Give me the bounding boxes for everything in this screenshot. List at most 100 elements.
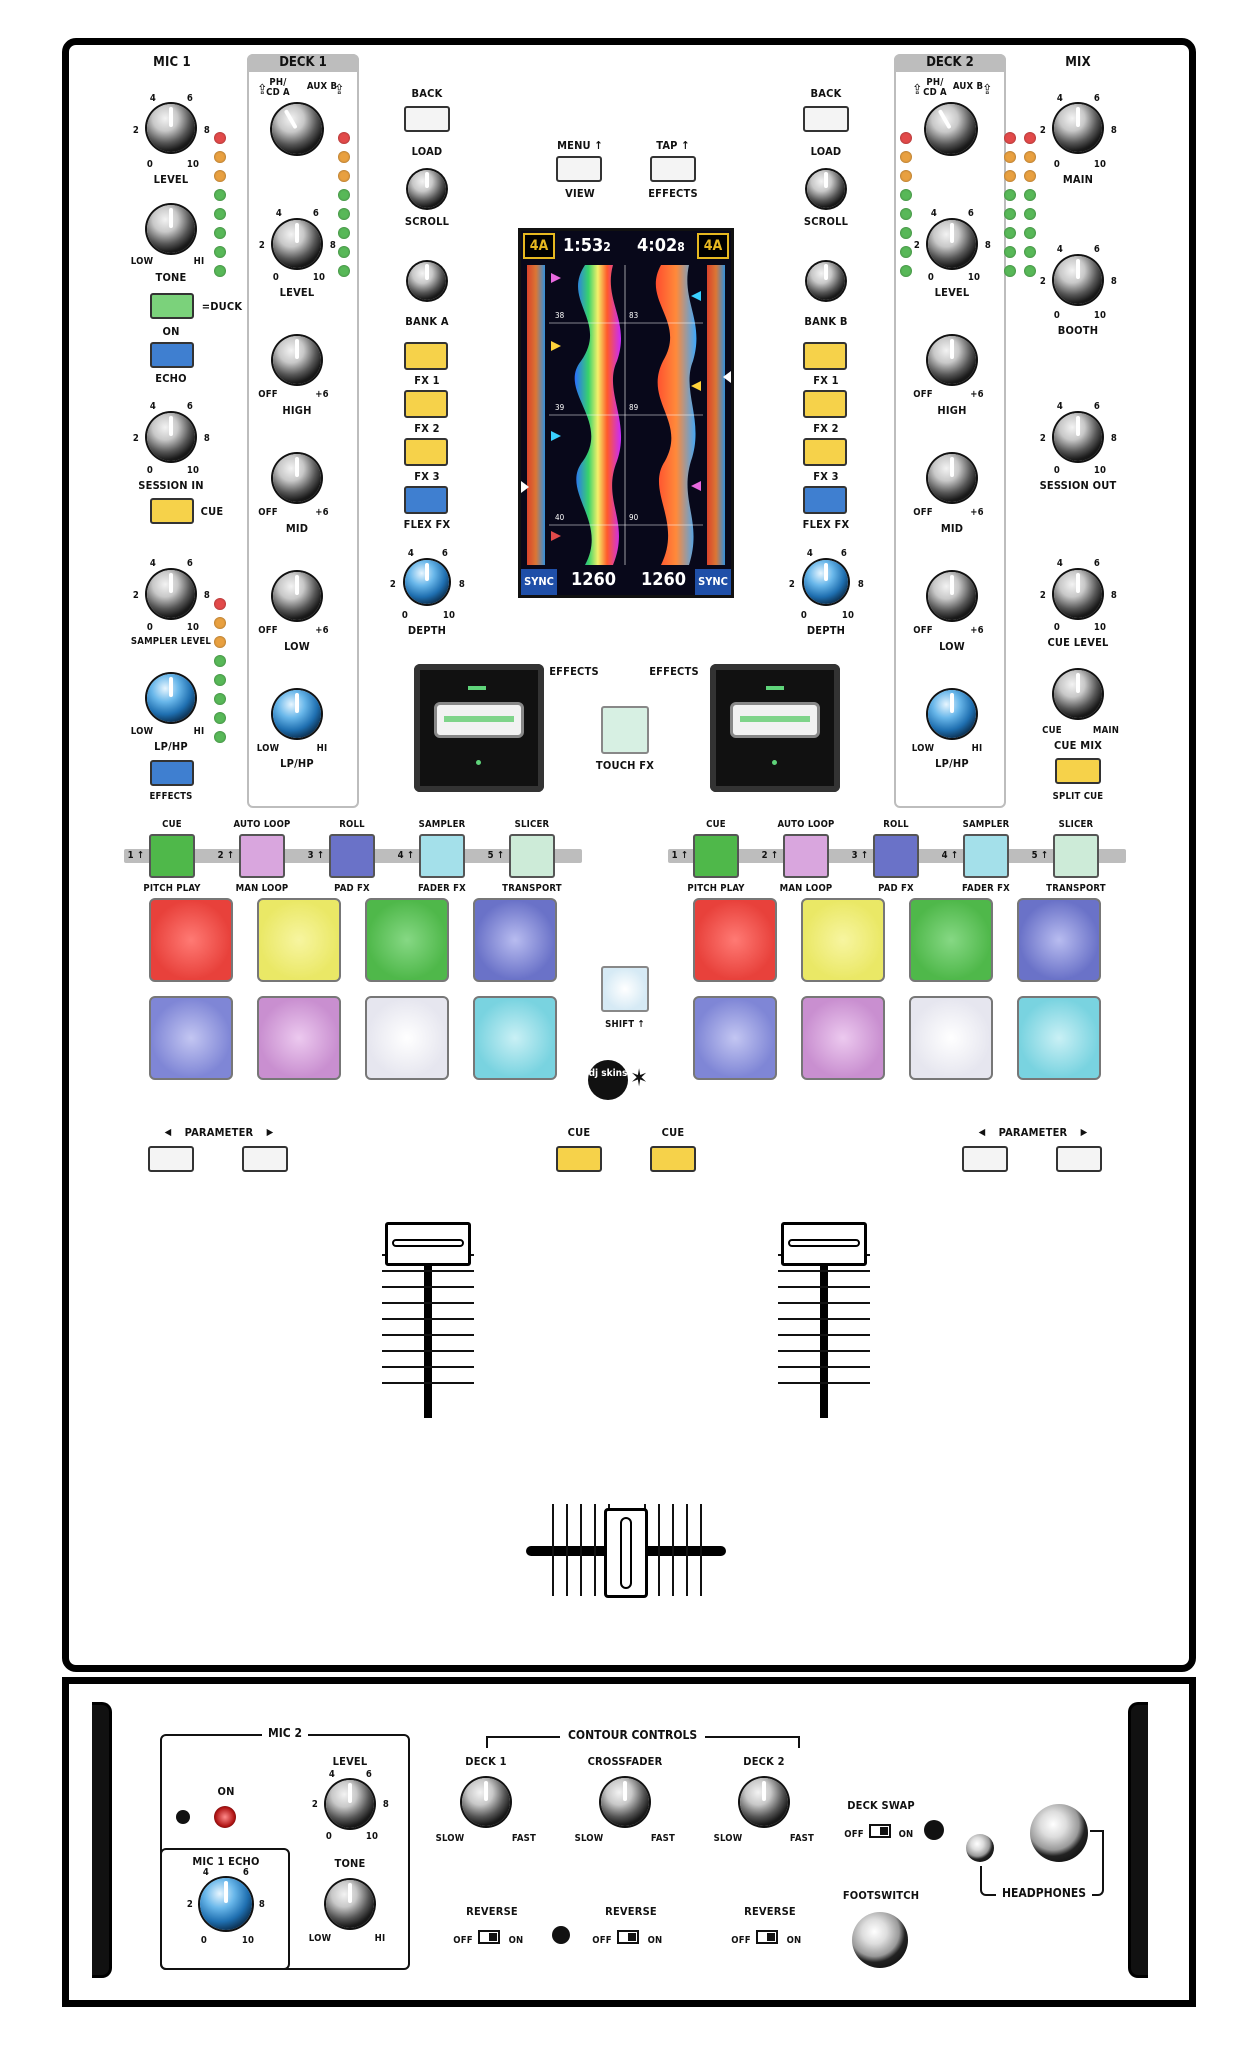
deck1-level-knob[interactable] [273, 220, 321, 268]
mic1-echo-knob[interactable] [200, 1878, 252, 1930]
deck1-pad-8[interactable] [473, 996, 557, 1080]
deck2-fx1-button[interactable] [803, 342, 847, 370]
deck1-param-left-button[interactable] [148, 1146, 194, 1172]
deck1-reverse-switch[interactable] [478, 1930, 500, 1944]
deck2-pad-3[interactable] [909, 898, 993, 982]
fader-cap[interactable] [385, 1222, 471, 1266]
deck1-pad-2[interactable] [257, 898, 341, 982]
session-in-knob[interactable] [147, 413, 195, 461]
deck1-pad-5[interactable] [149, 996, 233, 1080]
mic1-duck-button[interactable] [150, 293, 194, 319]
crossfader-cap[interactable] [604, 1508, 648, 1598]
deck1-bank-encoder[interactable] [408, 262, 446, 300]
deck2-reverse-switch[interactable] [756, 1930, 778, 1944]
deck2-low-eq-knob[interactable] [928, 572, 976, 620]
deck2-browse-encoder[interactable] [807, 170, 845, 208]
deck2-slicer-mode-button[interactable] [1053, 834, 1099, 878]
deck-swap-switch[interactable] [869, 1824, 891, 1838]
deck2-pad-5[interactable] [693, 996, 777, 1080]
menu-view-button[interactable] [556, 156, 602, 182]
deck1-fx-paddle[interactable] [414, 664, 544, 792]
deck2-pad-4[interactable] [1017, 898, 1101, 982]
deck2-contour-knob[interactable] [740, 1778, 788, 1826]
sampler-lphp-knob[interactable] [147, 674, 195, 722]
deck2-flex-fx-button[interactable] [803, 486, 847, 514]
deck1-roll-mode-button[interactable] [329, 834, 375, 878]
shift-button[interactable] [601, 966, 649, 1012]
deck2-param-right-button[interactable] [1056, 1146, 1102, 1172]
deck1-back-button[interactable] [404, 106, 450, 132]
deck2-fx-paddle[interactable] [710, 664, 840, 792]
deck1-loop-mode-button[interactable] [239, 834, 285, 878]
deck2-mid-eq-knob[interactable] [928, 454, 976, 502]
deck2-pad-7[interactable] [909, 996, 993, 1080]
cue-mix-knob[interactable] [1054, 670, 1102, 718]
deck1-pad-3[interactable] [365, 898, 449, 982]
deck1-depth-knob[interactable] [405, 560, 449, 604]
deck2-cue-button[interactable] [650, 1146, 696, 1172]
deck1-pad-1[interactable] [149, 898, 233, 982]
deck1-fx3-button[interactable] [404, 438, 448, 466]
booth-level-knob[interactable] [1054, 256, 1102, 304]
deck2-high-eq-knob[interactable] [928, 336, 976, 384]
mic1-cue-button[interactable] [150, 498, 194, 524]
deck2-input-selector[interactable] [926, 104, 976, 154]
deck1-browse-encoder[interactable] [408, 170, 446, 208]
deck1-pad-7[interactable] [365, 996, 449, 1080]
deck2-fx2-button[interactable] [803, 390, 847, 418]
deck2-level-knob[interactable] [928, 220, 976, 268]
crossfader-contour-knob[interactable] [601, 1778, 649, 1826]
headphones-jack[interactable] [1030, 1804, 1088, 1862]
deck1-flex-fx-button[interactable] [404, 486, 448, 514]
fader-cap[interactable] [781, 1222, 867, 1266]
deck2-depth-knob[interactable] [804, 560, 848, 604]
mic1-tone-knob[interactable] [147, 205, 195, 253]
footswitch-jack[interactable] [852, 1912, 908, 1968]
deck1-high-eq-knob[interactable] [273, 336, 321, 384]
session-out-knob[interactable] [1054, 413, 1102, 461]
sync-right-button[interactable]: SYNC [695, 569, 731, 595]
deck2-sampler-mode-button[interactable] [963, 834, 1009, 878]
deck1-sampler-mode-button[interactable] [419, 834, 465, 878]
mic2-level-knob[interactable] [326, 1780, 374, 1828]
deck2-param-left-button[interactable] [962, 1146, 1008, 1172]
deck1-fx2-button[interactable] [404, 390, 448, 418]
deck2-pad-1[interactable] [693, 898, 777, 982]
deck2-pad-8[interactable] [1017, 996, 1101, 1080]
deck1-contour-knob[interactable] [462, 1778, 510, 1826]
deck2-roll-mode-button[interactable] [873, 834, 919, 878]
deck2-back-button[interactable] [803, 106, 849, 132]
headphones-mini-jack[interactable] [966, 1834, 994, 1862]
deck1-input-selector[interactable] [272, 104, 322, 154]
crossfader-reverse-switch[interactable] [617, 1930, 639, 1944]
deck1-lphp-knob[interactable] [273, 690, 321, 738]
touch-fx-button[interactable] [601, 706, 649, 754]
deck1-low-eq-knob[interactable] [273, 572, 321, 620]
mic2-on-button[interactable] [214, 1806, 236, 1828]
deck1-cue-mode-button[interactable] [149, 834, 195, 878]
main-level-knob[interactable] [1054, 104, 1102, 152]
deck2-lphp-knob[interactable] [928, 690, 976, 738]
deck1-mid-eq-knob[interactable] [273, 454, 321, 502]
deck1-fx1-button[interactable] [404, 342, 448, 370]
sampler-level-knob[interactable] [147, 570, 195, 618]
deck2-pad-2[interactable] [801, 898, 885, 982]
deck2-bank-encoder[interactable] [807, 262, 845, 300]
mic1-echo-button[interactable] [150, 342, 194, 368]
tap-effects-button[interactable] [650, 156, 696, 182]
deck2-fx3-button[interactable] [803, 438, 847, 466]
mic2-tone-knob[interactable] [326, 1880, 374, 1928]
deck2-pad-6[interactable] [801, 996, 885, 1080]
split-cue-button[interactable] [1055, 758, 1101, 784]
sampler-effects-button[interactable] [150, 760, 194, 786]
deck1-param-right-button[interactable] [242, 1146, 288, 1172]
deck2-loop-mode-button[interactable] [783, 834, 829, 878]
deck1-pad-4[interactable] [473, 898, 557, 982]
sync-left-button[interactable]: SYNC [521, 569, 557, 595]
deck1-slicer-mode-button[interactable] [509, 834, 555, 878]
mic1-level-knob[interactable] [147, 104, 195, 152]
deck2-cue-mode-button[interactable] [693, 834, 739, 878]
deck1-pad-6[interactable] [257, 996, 341, 1080]
deck1-cue-button[interactable] [556, 1146, 602, 1172]
cue-level-knob[interactable] [1054, 570, 1102, 618]
